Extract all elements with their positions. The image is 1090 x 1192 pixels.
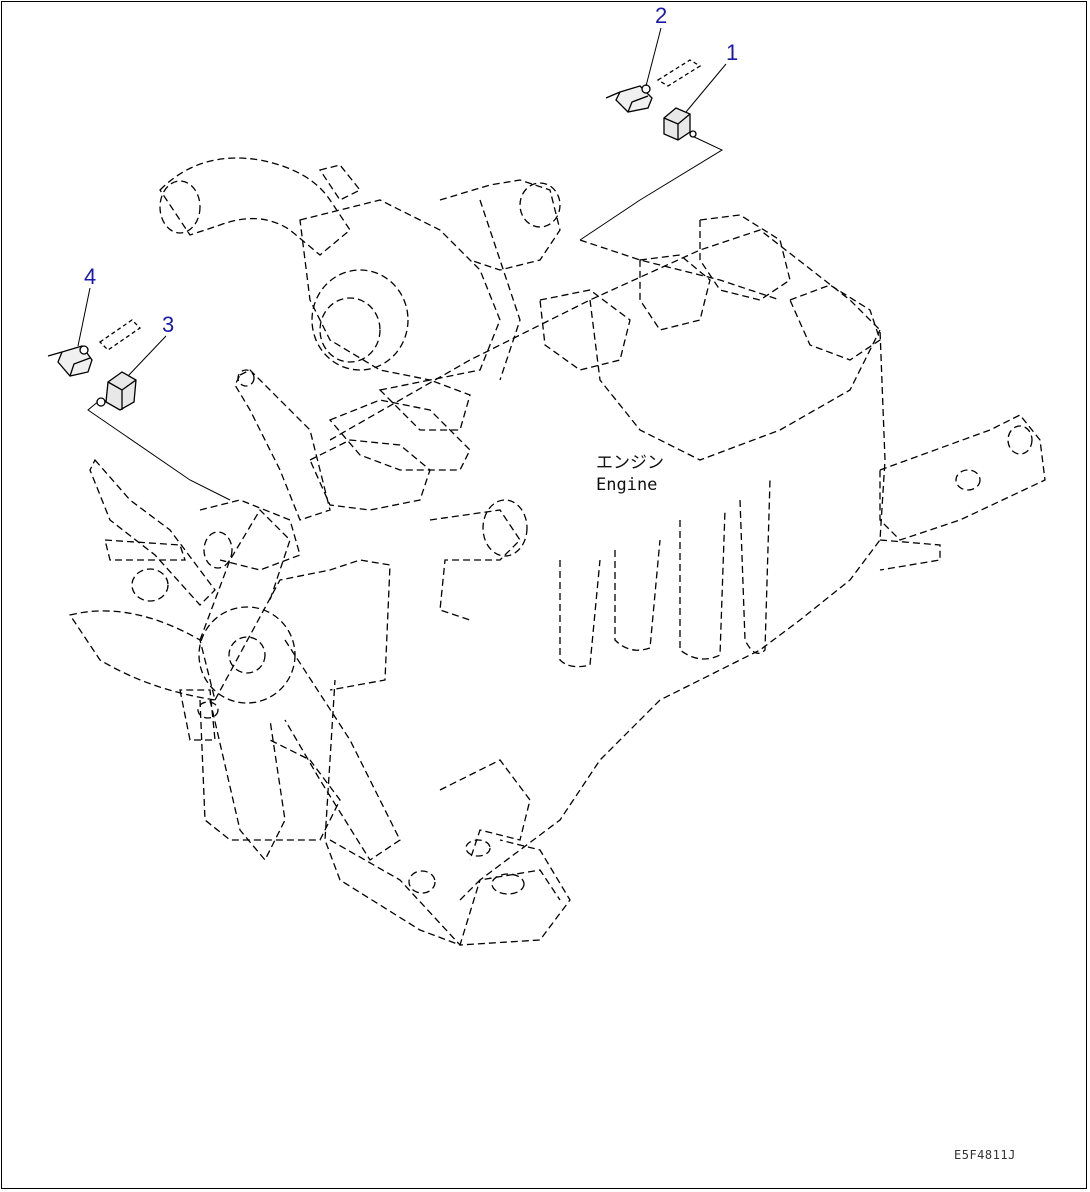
sensor-harness-wires xyxy=(87,134,724,501)
drawing-code: E5F4811J xyxy=(954,1148,1016,1162)
coolant-piping-outline xyxy=(89,369,431,606)
engine-label-en: Engine xyxy=(596,475,658,495)
callout-4: 4 xyxy=(84,264,97,289)
turbocharger-outline xyxy=(159,157,561,471)
engine-block-outline xyxy=(179,214,1046,946)
callout-1: 1 xyxy=(726,40,739,65)
part-1-sensor xyxy=(663,107,697,141)
part-4-clip xyxy=(47,319,142,377)
cooling-fan-outline xyxy=(68,508,401,862)
leader-2 xyxy=(645,27,662,87)
engine-label: エンジン Engine xyxy=(596,452,676,496)
leader-4 xyxy=(77,287,91,347)
callout-3: 3 xyxy=(162,312,175,337)
engine-label-jp: エンジン xyxy=(596,453,664,473)
leader-3 xyxy=(127,335,167,377)
callout-2: 2 xyxy=(655,3,668,28)
leader-1 xyxy=(685,63,727,113)
callout-leaders xyxy=(77,27,727,377)
part-3-sensor xyxy=(96,371,137,411)
part-2-clip xyxy=(605,59,702,113)
